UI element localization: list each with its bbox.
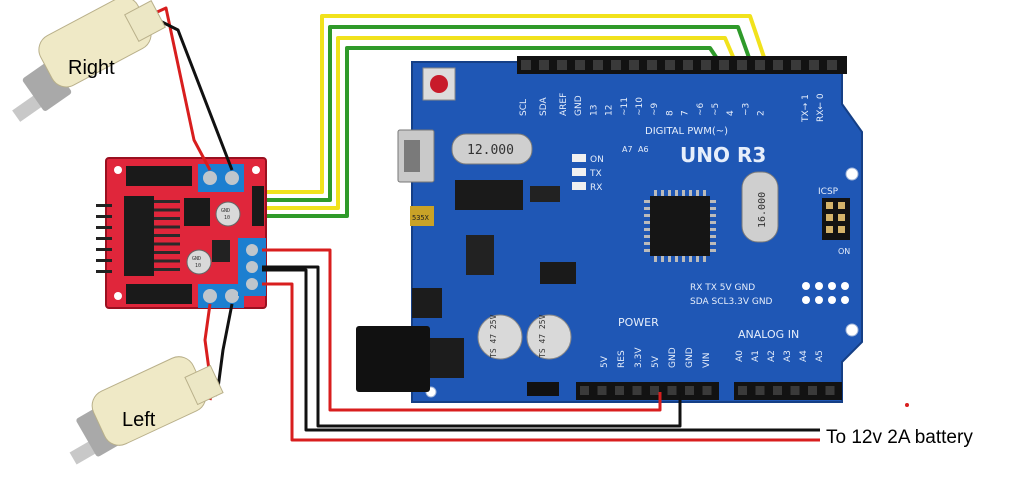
digital-pin-label: 4 [726, 110, 736, 116]
right-motor-black-wire [157, 18, 234, 171]
digital-pin-label: 12 [605, 105, 615, 116]
power-pin-label: RES [617, 350, 627, 368]
uart-row-2: SDA SCL3.3V GND [690, 297, 773, 307]
analog-pin-label: A5 [815, 350, 825, 362]
power-pin-label: 3.3V [634, 347, 644, 368]
yellow-wire-2 [262, 36, 739, 210]
svg-text:TS 47 25V: TS 47 25V [538, 314, 547, 358]
a7-label: A7 [622, 145, 633, 154]
svg-text:RX: RX [590, 183, 602, 193]
digital-pin-label: ~10 [635, 97, 645, 116]
power-pin-label: 5V [651, 355, 661, 368]
digital-pin-label: ~5 [711, 103, 721, 116]
rx-label: RX← 0 [816, 93, 826, 122]
analog-pin-label: A1 [751, 350, 761, 362]
input-header [252, 186, 264, 226]
microcontroller-chip [650, 196, 710, 256]
svg-text:ON: ON [590, 155, 604, 165]
on-label: ON [838, 247, 850, 256]
green-wire-2 [262, 46, 724, 218]
digital-pin-label: ~11 [620, 97, 630, 116]
digital-pin-label: SDA [539, 97, 549, 116]
left-motor: Left [69, 356, 224, 465]
analog-pin-labels: A0 A1 A2 A3 A4 A5 [735, 350, 825, 362]
svg-text:TX: TX [589, 169, 602, 179]
dc-power-jack [356, 326, 430, 392]
capacitor-2: TS 47 25V [526, 314, 572, 360]
motor-driver-board: GND 10 GND 10 [96, 157, 267, 309]
driver-capacitor [215, 201, 241, 227]
right-motor: Right [12, 0, 166, 122]
analog-pin-label: A2 [767, 350, 777, 362]
digital-pin-label: 7 [681, 110, 691, 116]
heatsink [124, 196, 154, 276]
power-pin-label: 5V [600, 355, 610, 368]
analog-pin-label: A0 [735, 350, 745, 362]
digital-pin-label: 2 [757, 110, 767, 116]
chip-marking: 535X [412, 214, 430, 222]
power-wires [262, 248, 909, 442]
digital-pin-label: GND [574, 95, 584, 116]
reset-button [430, 75, 448, 93]
crystal-label: 12.000 [467, 143, 514, 158]
battery-label: To 12v 2A battery [826, 427, 973, 448]
power-black-wire-1 [262, 265, 682, 428]
digital-pin-label: 13 [589, 105, 599, 116]
digital-pin-label: 8 [665, 110, 675, 116]
analog-label: ANALOG IN [738, 328, 799, 341]
digital-pin-label: ~9 [650, 102, 660, 116]
power-header [576, 382, 719, 400]
digital-header-label: DIGITAL PWM(~) [645, 126, 728, 137]
svg-text:GND: GND [192, 256, 201, 262]
left-motor-label: Left [122, 409, 156, 431]
power-pin-label: VIN [702, 352, 712, 368]
power-red-wire-1 [262, 248, 662, 412]
svg-text:GND: GND [221, 208, 230, 214]
power-black-wire-2 [262, 268, 820, 432]
svg-text:TS 47 25V: TS 47 25V [489, 314, 498, 358]
icsp-label: ICSP [818, 187, 839, 197]
svg-text:10: 10 [195, 263, 201, 269]
board-model: UNO R3 [680, 143, 766, 167]
digital-pin-label: ~6 [696, 102, 706, 116]
voltage-regulator [466, 235, 494, 275]
power-label: POWER [618, 316, 659, 329]
power-pin-label: GND [685, 347, 695, 368]
status-leds: ON TX RX [572, 154, 604, 193]
power-pin-labels: 5V RES 3.3V 5V GND GND VIN [600, 347, 712, 368]
analog-pin-label: A3 [783, 350, 793, 362]
green-wire-1 [262, 25, 754, 202]
usb-chip [455, 180, 523, 210]
crystal-16-label: 16.000 [757, 192, 768, 228]
digital-pin-label: SCL [519, 99, 529, 116]
svg-text:10: 10 [224, 215, 230, 221]
capacitor-1: TS 47 25V [477, 314, 523, 360]
signal-wires [262, 14, 769, 218]
uart-row-1: RX TX 5V GND [690, 283, 755, 293]
digital-pin-label: AREF [559, 93, 569, 116]
power-pin-label: GND [668, 347, 678, 368]
yellow-wire-1 [262, 14, 769, 194]
a6-label: A6 [638, 145, 649, 154]
tx-label: TX→ 1 [801, 94, 811, 123]
right-motor-label: Right [68, 57, 115, 79]
power-red-wire-2 [262, 282, 820, 442]
analog-pin-label: A4 [799, 350, 809, 362]
digital-pin-label: ~3 [741, 103, 751, 116]
